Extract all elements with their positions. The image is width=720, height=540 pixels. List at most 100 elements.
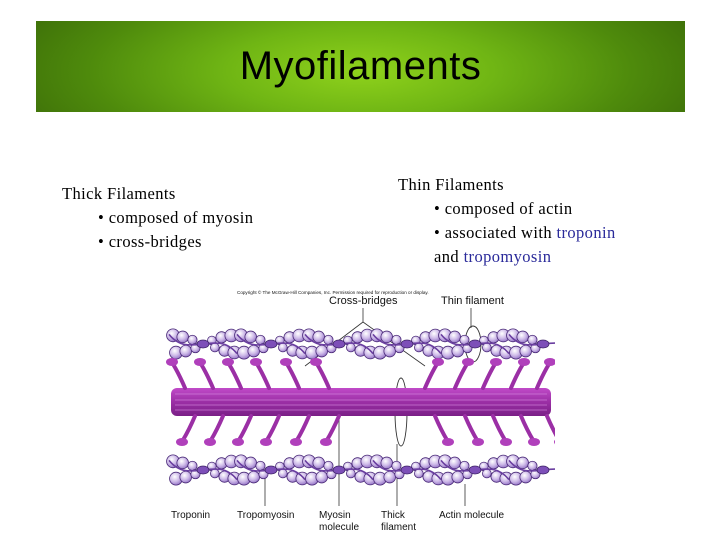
myosin-head — [315, 362, 331, 390]
actin-bead — [519, 344, 532, 358]
tropomyosin-term: tropomyosin — [463, 247, 552, 266]
actin-bead — [380, 330, 393, 344]
myosin-head — [519, 414, 535, 442]
myosin-head — [453, 362, 469, 390]
actin-bead — [516, 330, 529, 344]
actin-bead — [346, 468, 356, 479]
myosin-head-tip — [490, 358, 502, 366]
actin-bead — [383, 344, 396, 358]
thin-item-2-prefix: • associated with — [434, 223, 557, 242]
troponin-term: troponin — [556, 223, 616, 242]
actin-bead — [278, 468, 288, 479]
actin-bead — [312, 330, 325, 344]
troponin-complex — [196, 465, 210, 475]
troponin-complex — [264, 465, 278, 475]
myosin-head — [285, 362, 301, 390]
actin-bead — [414, 342, 424, 353]
troponin-complex — [332, 339, 346, 349]
myosin-head — [181, 414, 197, 442]
myosin-head-tip — [442, 438, 454, 446]
myosin-head — [237, 414, 253, 442]
myosin-head — [433, 414, 449, 442]
myosin-head — [325, 414, 341, 442]
actin-bead — [210, 468, 220, 479]
label-tropomyosin: Tropomyosin — [237, 510, 294, 521]
myosin-head-tip — [320, 438, 332, 446]
myosin-head-tip — [194, 358, 206, 366]
myosin-head — [423, 362, 439, 390]
troponin-complex — [536, 465, 550, 475]
myosin-head-tip — [290, 438, 302, 446]
thick-item-1: • composed of myosin — [98, 208, 254, 227]
myosin-head — [171, 362, 187, 390]
label-troponin: Troponin — [171, 510, 210, 521]
troponin-complex — [468, 465, 482, 475]
actin-bead — [519, 470, 532, 484]
myosin-head — [265, 414, 281, 442]
actin-strand-top — [166, 328, 555, 360]
cross-bridge-heads — [166, 358, 555, 446]
thin-item-2: • associated with troponin — [398, 221, 616, 245]
myosin-head-tip — [166, 358, 178, 366]
myosin-head-tip — [554, 439, 555, 445]
actin-bead — [383, 470, 396, 484]
myosin-head — [199, 362, 215, 390]
myosin-head-tip — [222, 358, 234, 366]
troponin-complex — [536, 339, 550, 349]
troponin-complex — [468, 339, 482, 349]
myosin-head-tip — [310, 358, 322, 366]
myosin-head — [491, 414, 507, 442]
myosin-head-tip — [528, 438, 540, 446]
myosin-head — [481, 362, 497, 390]
myosin-head-tip — [204, 438, 216, 446]
actin-bead — [448, 456, 461, 470]
thin-item-3: and tropomyosin — [398, 245, 616, 269]
actin-bead — [312, 456, 325, 470]
myosin-head-tip — [500, 438, 512, 446]
actin-bead — [380, 456, 393, 470]
myosin-head — [295, 414, 311, 442]
troponin-complex — [332, 465, 346, 475]
actin-bead — [244, 330, 257, 344]
myosin-head — [535, 362, 551, 390]
myosin-head-tip — [260, 438, 272, 446]
slide-title: Myofilaments — [239, 44, 482, 88]
label-thin-filament: Thin filament — [441, 295, 504, 307]
myosin-head-tip — [544, 358, 555, 366]
troponin-complex — [264, 339, 278, 349]
actin-bead — [482, 342, 492, 353]
troponin-complex — [196, 339, 210, 349]
myosin-head — [255, 362, 271, 390]
thick-item-2: • cross-bridges — [98, 232, 202, 251]
myosin-head-tip — [462, 358, 474, 366]
actin-bead — [176, 330, 189, 344]
actin-bead — [179, 470, 192, 484]
myosin-head-tip — [518, 358, 530, 366]
actin-bead — [210, 342, 220, 353]
actin-bead — [448, 330, 461, 344]
thick-filaments-text: Thick Filaments • composed of myosin • c… — [62, 182, 253, 254]
myosin-head-tip — [472, 438, 484, 446]
actin-bead — [244, 456, 257, 470]
myosin-head-tip — [432, 358, 444, 366]
copyright-notice: Copyright © The McGraw-Hill Companies, I… — [237, 289, 429, 295]
actin-strand-bottom — [166, 454, 555, 486]
myosin-head — [227, 362, 243, 390]
myosin-head — [509, 362, 525, 390]
myosin-head-tip — [176, 438, 188, 446]
actin-bead — [516, 456, 529, 470]
actin-bead — [278, 342, 288, 353]
actin-bead — [315, 344, 328, 358]
myosin-head — [463, 414, 479, 442]
myosin-head-tip — [250, 358, 262, 366]
thin-filaments-text: Thin Filaments • composed of actin • ass… — [398, 173, 616, 269]
actin-bead — [179, 344, 192, 358]
troponin-complex — [400, 465, 414, 475]
label-actin: Actin molecule — [439, 510, 504, 521]
actin-bead — [315, 470, 328, 484]
myosin-head-tip — [232, 438, 244, 446]
thin-item-3-prefix: and — [434, 247, 464, 266]
actin-bead — [247, 344, 260, 358]
myosin-head-tip — [280, 358, 292, 366]
label-myosin-2: molecule — [319, 522, 359, 533]
